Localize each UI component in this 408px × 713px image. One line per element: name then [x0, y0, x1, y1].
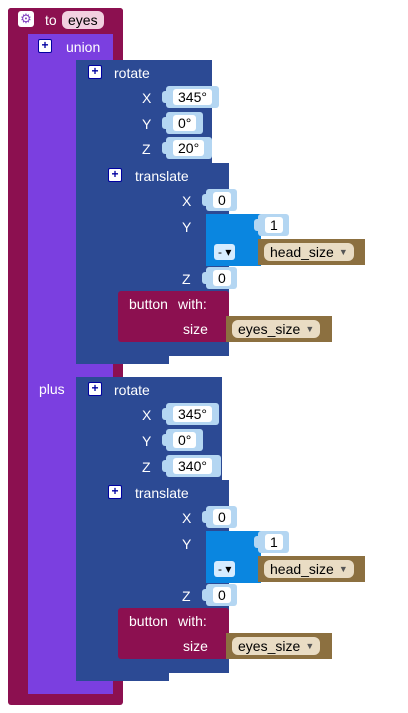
rotate-x-label: X	[142, 90, 152, 106]
plus-icon[interactable]: +	[88, 382, 102, 396]
variable-name: eyes_size	[238, 321, 301, 337]
rotate-y-value[interactable]: 0°	[173, 432, 197, 448]
translate-label: translate	[135, 485, 189, 501]
variable-dropdown[interactable]: eyes_size ▼	[232, 637, 321, 655]
rotate-z-value[interactable]: 340°	[173, 458, 212, 474]
rotate-x-value[interactable]: 345°	[173, 89, 212, 105]
variable-name: eyes_size	[238, 638, 301, 654]
button-label: button	[129, 613, 168, 629]
rotate-y-label: Y	[142, 116, 152, 132]
dropdown-arrow-icon: ▼	[338, 247, 348, 257]
plus-icon[interactable]: +	[88, 65, 102, 79]
rotate-label: rotate	[114, 65, 150, 81]
button-label: button	[129, 296, 168, 312]
union-label: union	[66, 39, 101, 55]
rotate-z-value[interactable]: 20°	[173, 140, 205, 156]
rotate-x-label: X	[142, 407, 152, 423]
plus-icon[interactable]: +	[108, 485, 122, 499]
button-block[interactable]	[118, 291, 229, 342]
rotate-z-label: Z	[142, 141, 151, 157]
dropdown-arrow-icon: ▼	[338, 564, 348, 574]
plus-icon[interactable]: +	[38, 39, 52, 53]
procedure-to-label: to	[45, 12, 57, 28]
translate-x-value[interactable]: 0	[213, 509, 231, 525]
translate-y-label: Y	[182, 536, 192, 552]
variable-name: head_size	[270, 561, 334, 577]
rotate-y-label: Y	[142, 433, 152, 449]
procedure-name-field[interactable]: eyes	[62, 11, 104, 29]
button-block[interactable]	[118, 608, 229, 659]
math-a-value[interactable]: 1	[265, 534, 283, 550]
translate-z-value[interactable]: 0	[213, 587, 231, 603]
rotate-y-value[interactable]: 0°	[173, 115, 197, 131]
dropdown-arrow-icon: ▼	[305, 641, 315, 651]
translate-z-value[interactable]: 0	[213, 270, 231, 286]
dropdown-arrow-icon: ▼	[305, 324, 315, 334]
union-plus-label: plus	[39, 381, 65, 397]
button-size-label: size	[183, 638, 208, 654]
rotate-x-value[interactable]: 345°	[173, 406, 212, 422]
translate-x-label: X	[182, 510, 192, 526]
translate-z-label: Z	[182, 271, 191, 287]
rotate-label: rotate	[114, 382, 150, 398]
variable-name: head_size	[270, 244, 334, 260]
button-with-label: with:	[178, 296, 207, 312]
operator-dropdown[interactable]: - ▾	[214, 244, 236, 260]
plus-icon[interactable]: +	[108, 168, 122, 182]
translate-x-value[interactable]: 0	[213, 192, 231, 208]
translate-x-label: X	[182, 193, 192, 209]
operator-dropdown[interactable]: - ▾	[214, 561, 236, 577]
variable-dropdown[interactable]: head_size ▼	[264, 560, 354, 578]
button-size-label: size	[183, 321, 208, 337]
gear-icon[interactable]: ⚙	[18, 11, 34, 27]
rotate-z-label: Z	[142, 459, 151, 475]
button-with-label: with:	[178, 613, 207, 629]
translate-label: translate	[135, 168, 189, 184]
translate-y-label: Y	[182, 219, 192, 235]
variable-dropdown[interactable]: head_size ▼	[264, 243, 354, 261]
translate-z-label: Z	[182, 588, 191, 604]
variable-dropdown[interactable]: eyes_size ▼	[232, 320, 321, 338]
math-a-value[interactable]: 1	[265, 217, 283, 233]
